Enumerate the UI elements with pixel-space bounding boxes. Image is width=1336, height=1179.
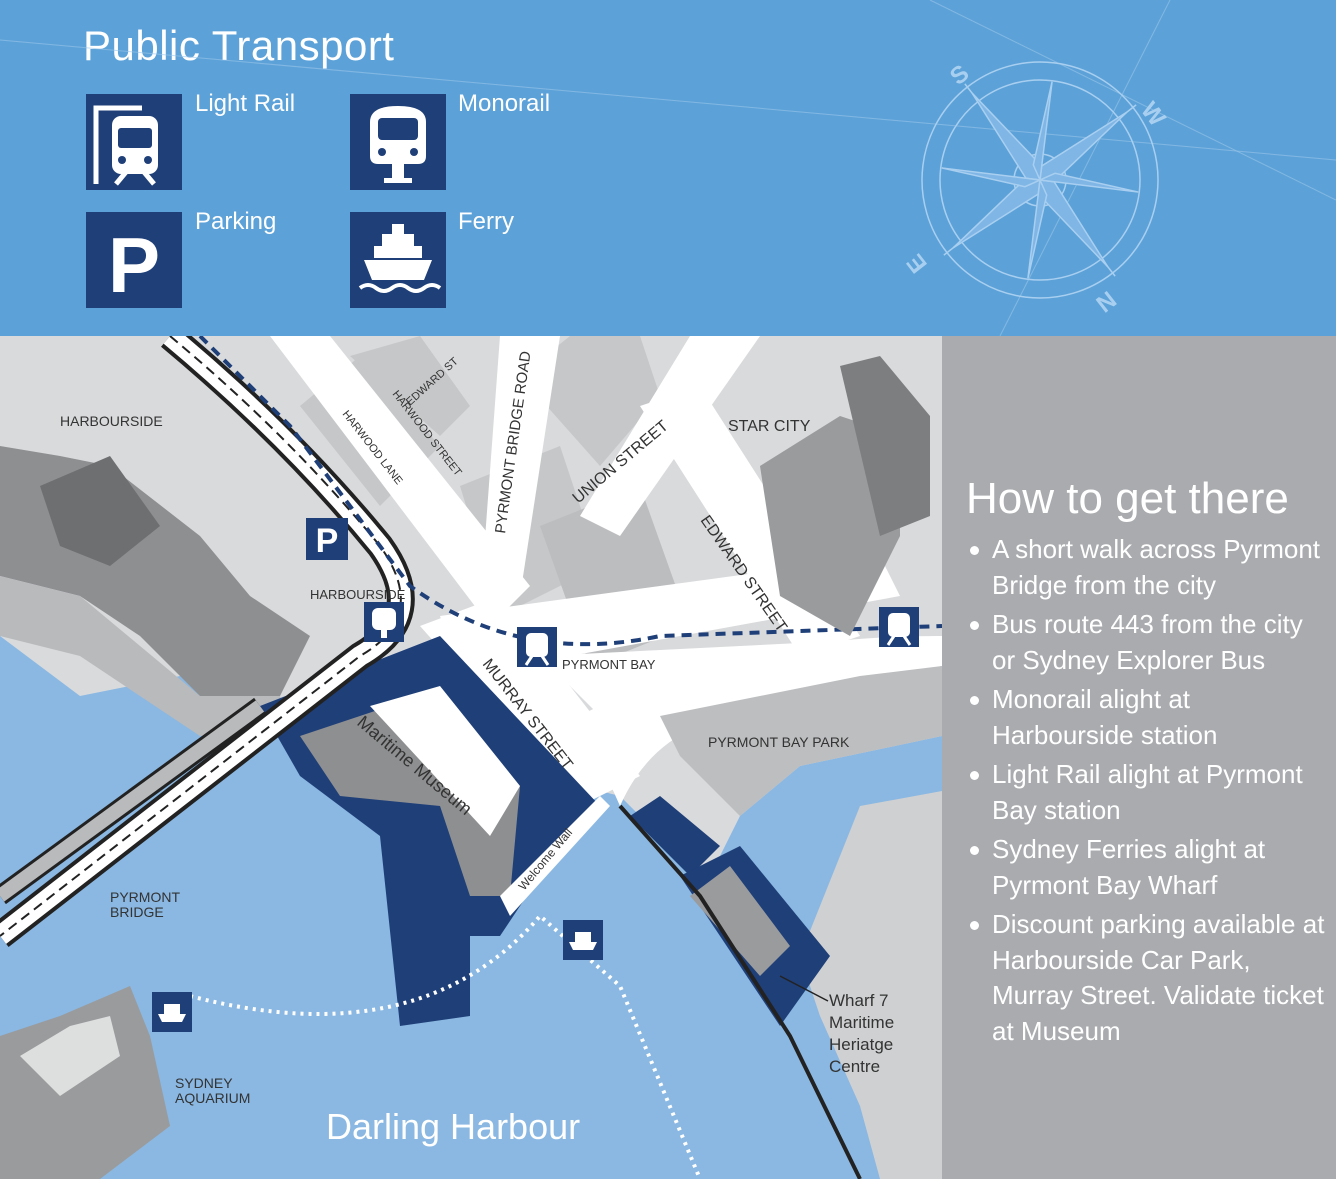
label-darling-harbour: Darling Harbour xyxy=(326,1106,580,1147)
label-harbourside-station: HARBOURSIDE xyxy=(310,587,406,602)
ferry-icon xyxy=(350,212,446,308)
wharf7-building xyxy=(690,866,790,976)
label-wharf7-1: Wharf 7 xyxy=(829,991,889,1010)
compass-letter-w: W xyxy=(1135,97,1170,132)
shoreline xyxy=(618,804,862,1179)
legend-label-ferry: Ferry xyxy=(458,208,514,235)
welcome-wall xyxy=(500,796,610,916)
land-east xyxy=(800,791,942,1179)
road xyxy=(270,336,530,626)
legend-label-parking: Parking xyxy=(195,208,277,235)
aquarium-building xyxy=(0,986,170,1179)
list-item: Sydney Ferries alight at Pyrmont Bay Wha… xyxy=(970,832,1332,903)
list-item: A short walk across Pyrmont Bridge from … xyxy=(970,532,1332,603)
label-pyrmont-bay-park: PYRMONT BAY PARK xyxy=(708,734,850,750)
ferry-route xyxy=(189,913,702,1179)
directions-panel: How to get there A short walk across Pyr… xyxy=(942,336,1336,1179)
legend-header: Public Transport Light Rail Monorail P P… xyxy=(0,0,1336,336)
label-wharf7-2: Maritime xyxy=(829,1013,894,1032)
label-wharf7-3: Heriatge xyxy=(829,1035,893,1054)
list-item: Monorail alight at Harbourside station xyxy=(970,682,1332,753)
road-murray-street xyxy=(420,596,640,806)
label-wharf7-4: Centre xyxy=(829,1057,880,1076)
list-item: Bus route 443 from the city or Sydney Ex… xyxy=(970,607,1332,678)
pyrmont-bay-park xyxy=(660,666,942,816)
list-item: Light Rail alight at Pyrmont Bay station xyxy=(970,757,1332,828)
area-map: P xyxy=(0,336,942,1179)
monorail-icon xyxy=(350,94,446,190)
compass-letter-e: E xyxy=(902,249,933,278)
list-item: Discount parking available at Harboursid… xyxy=(970,907,1332,1049)
city-block xyxy=(350,336,470,436)
compass-rose-icon: S W E N xyxy=(902,60,1171,318)
label-sydney-aquarium-2: AQUARIUM xyxy=(175,1090,250,1106)
legend-label-monorail: Monorail xyxy=(458,90,551,117)
parking-icon: P xyxy=(86,212,182,309)
wharf7-leader-line xyxy=(779,975,829,1002)
label-harbourside: HARBOURSIDE xyxy=(60,413,163,429)
svg-text:P: P xyxy=(316,522,339,560)
ferry-wharf-icon-pyrmont xyxy=(563,920,603,960)
star-city-tower xyxy=(840,356,930,536)
light-rail-icon xyxy=(86,94,182,190)
harbourside-pier xyxy=(0,576,290,736)
svg-text:P: P xyxy=(108,221,160,308)
light-rail-station-icon-star-city xyxy=(879,607,919,647)
compass-letter-s: S xyxy=(945,60,974,91)
light-rail-station-icon-pyrmont-bay xyxy=(517,627,557,667)
maritime-museum-roof xyxy=(370,686,520,836)
legend-label-light-rail: Light Rail xyxy=(195,90,296,117)
directions-title: How to get there xyxy=(966,474,1289,523)
label-pyrmont-bridge-2: BRIDGE xyxy=(110,904,164,920)
label-sydney-aquarium-1: SYDNEY xyxy=(175,1075,233,1091)
ferry-wharf-icon-aquarium xyxy=(152,992,192,1032)
monorail-station-icon xyxy=(364,602,404,642)
aquarium-roof xyxy=(20,1016,120,1096)
wharf-pier xyxy=(630,796,720,876)
label-pyrmont-bridge-1: PYRMONT xyxy=(110,889,180,905)
harbourside-dome xyxy=(40,456,160,566)
road xyxy=(710,636,942,696)
parking-marker-icon: P xyxy=(306,518,348,560)
label-pyrmont-bay-station: PYRMONT BAY xyxy=(562,657,656,672)
road xyxy=(480,336,560,606)
directions-list: A short walk across Pyrmont Bridge from … xyxy=(970,532,1332,1053)
label-star-city: STAR CITY xyxy=(728,418,811,435)
compass-letter-n: N xyxy=(1091,285,1121,317)
